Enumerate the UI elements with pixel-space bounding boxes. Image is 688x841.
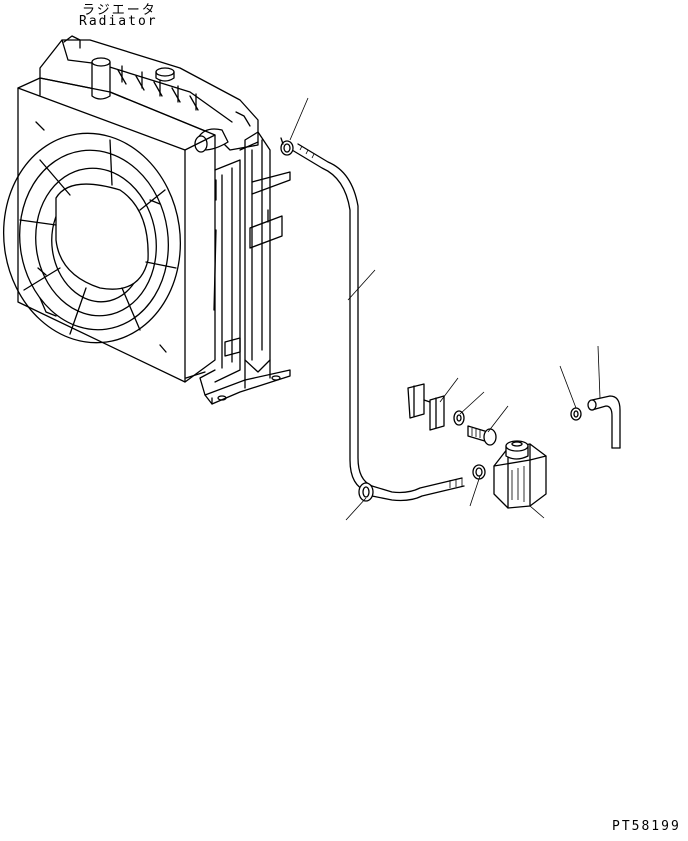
radiator-label-japanese: ラジエータ: [82, 3, 157, 18]
overflow-hose: [291, 143, 465, 502]
radiator-label-english: Radiator: [79, 14, 158, 29]
hose-clamp-lower: [472, 464, 486, 480]
radiator-assembly: [2, 35, 291, 405]
hose-clamp-upper: [280, 137, 294, 156]
fan-guard: [2, 121, 182, 353]
drain-hose: [587, 395, 621, 449]
reserve-tank: [493, 440, 547, 509]
radiator-side-frame: [39, 131, 291, 405]
tank-bracket: [407, 383, 445, 431]
drawing-number: PT58199: [612, 819, 681, 834]
hose-clip: [358, 482, 374, 502]
bolt: [467, 425, 497, 446]
washer: [453, 410, 465, 426]
leader-lines: [289, 97, 601, 521]
drain-clamp: [570, 407, 582, 421]
